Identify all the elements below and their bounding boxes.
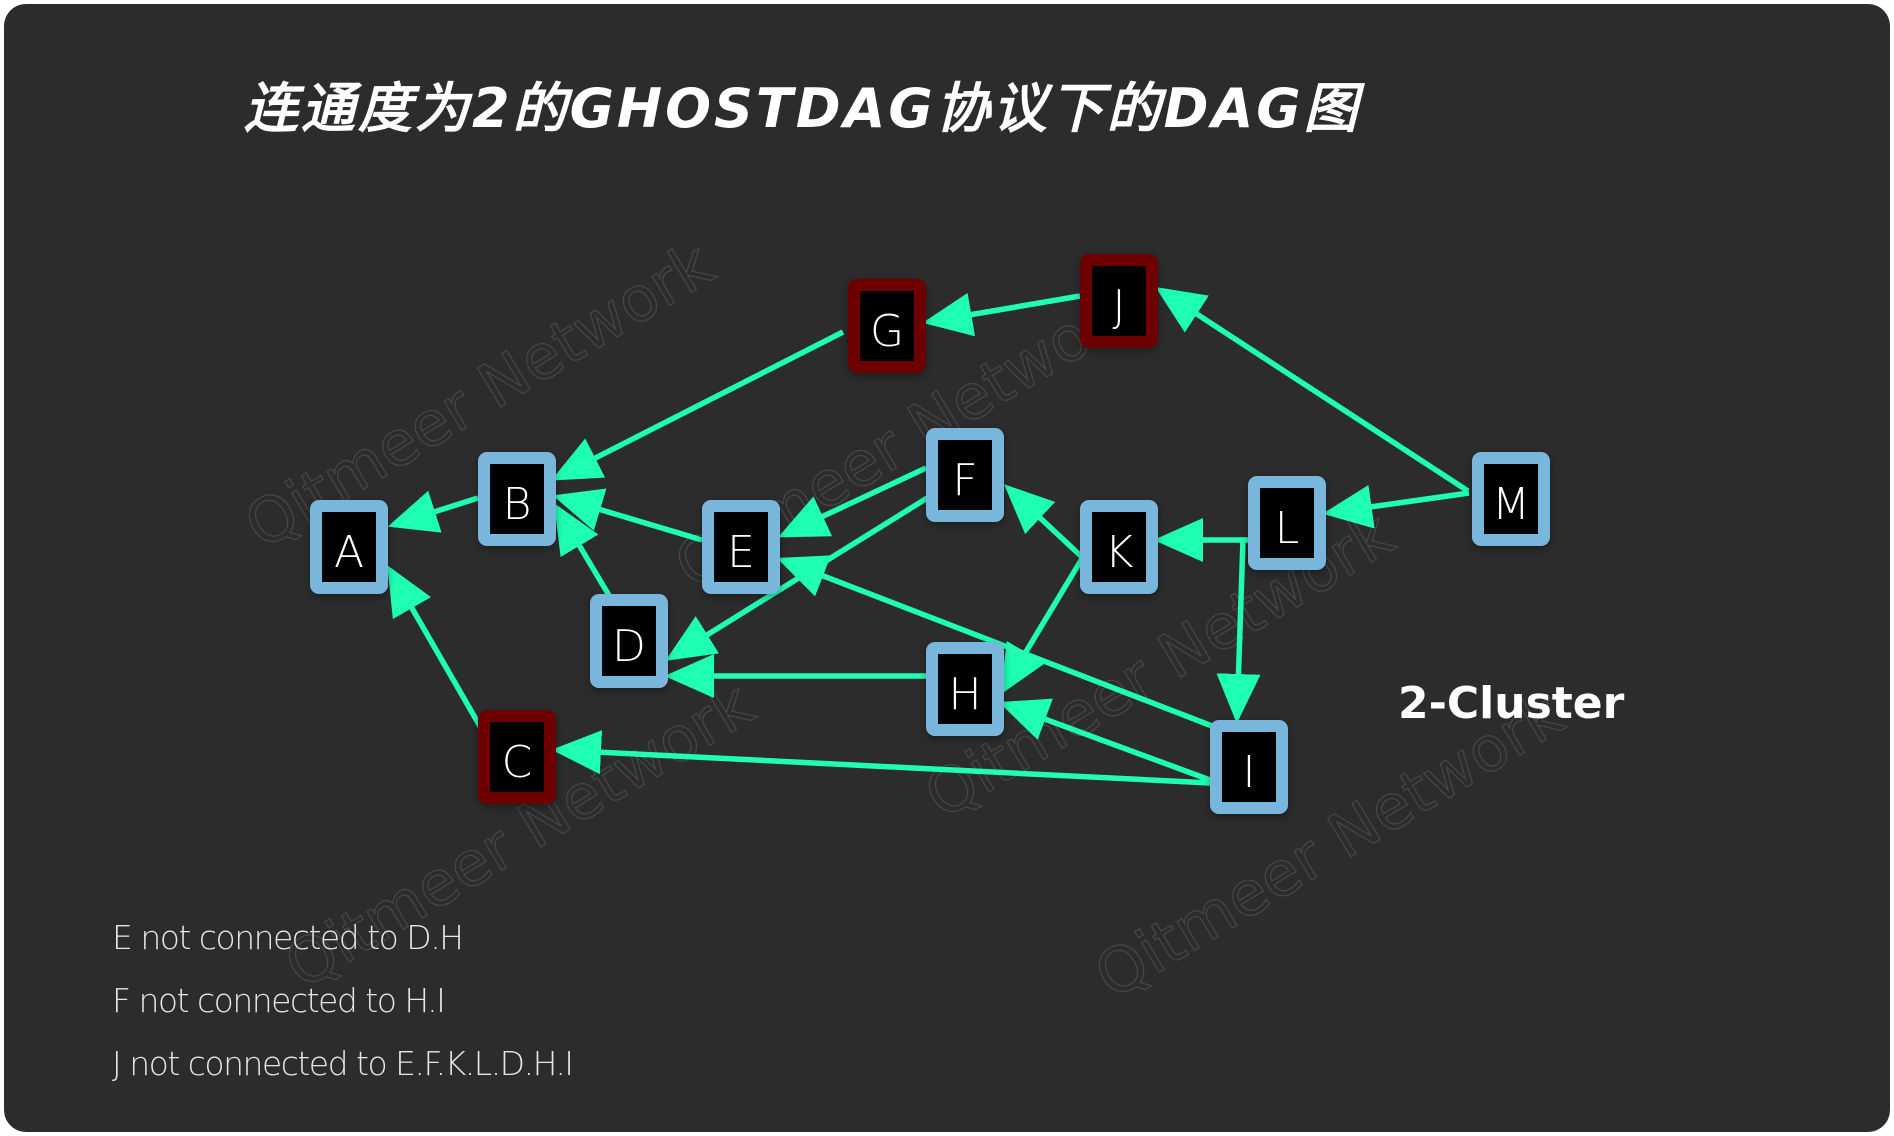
node-b: B: [478, 452, 556, 546]
edge-c-to-a: [387, 565, 484, 730]
edge-i-to-h: [998, 698, 1211, 783]
edge-e-to-b: [552, 488, 703, 543]
notes-list: E not connected to D.H F not connected t…: [112, 906, 574, 1095]
node-k: K: [1080, 500, 1158, 594]
edge-b-to-a: [387, 490, 479, 533]
node-c: C: [478, 710, 556, 804]
edge-m-to-l: [1322, 485, 1470, 529]
node-label: F: [938, 440, 992, 510]
note-item: F not connected to H.I: [112, 981, 446, 1020]
edge-k-to-f: [1003, 484, 1084, 560]
node-label: I: [1222, 732, 1276, 802]
node-label: E: [714, 512, 768, 582]
note-item: J not connected to E.F.K.L.D.H.I: [112, 1044, 574, 1083]
node-label: B: [490, 464, 544, 534]
node-a: A: [310, 500, 388, 594]
node-e: E: [702, 500, 780, 594]
node-g: G: [848, 279, 926, 373]
node-label: H: [938, 654, 992, 724]
edge-m-to-j: [1155, 286, 1470, 494]
edge-k-to-h: [1000, 555, 1086, 695]
cluster-label: 2-Cluster: [1398, 678, 1625, 729]
node-h: H: [926, 642, 1004, 736]
node-j: J: [1080, 254, 1158, 348]
node-m: M: [1472, 452, 1550, 546]
node-label: G: [860, 291, 914, 361]
edge-f-to-e: [778, 465, 928, 538]
node-label: C: [490, 722, 544, 792]
edge-j-to-g: [922, 292, 1081, 337]
node-label: D: [602, 606, 656, 676]
node-label: A: [322, 512, 376, 582]
node-label: J: [1092, 266, 1146, 336]
edge-l-to-i: [1216, 539, 1261, 724]
diagram-title: 连通度为2的GHOSTDAG协议下的DAG图: [244, 77, 1361, 140]
node-i: I: [1210, 720, 1288, 814]
edge-i-to-c: [551, 730, 1211, 786]
node-label: K: [1092, 512, 1146, 582]
node-d: D: [590, 594, 668, 688]
node-l: L: [1248, 476, 1326, 570]
node-label: L: [1260, 488, 1314, 558]
edge-d-to-b: [554, 503, 613, 599]
note-item: E not connected to D.H: [112, 918, 464, 957]
node-label: M: [1484, 464, 1538, 534]
edge-g-to-b: [551, 329, 845, 481]
node-f: F: [926, 428, 1004, 522]
